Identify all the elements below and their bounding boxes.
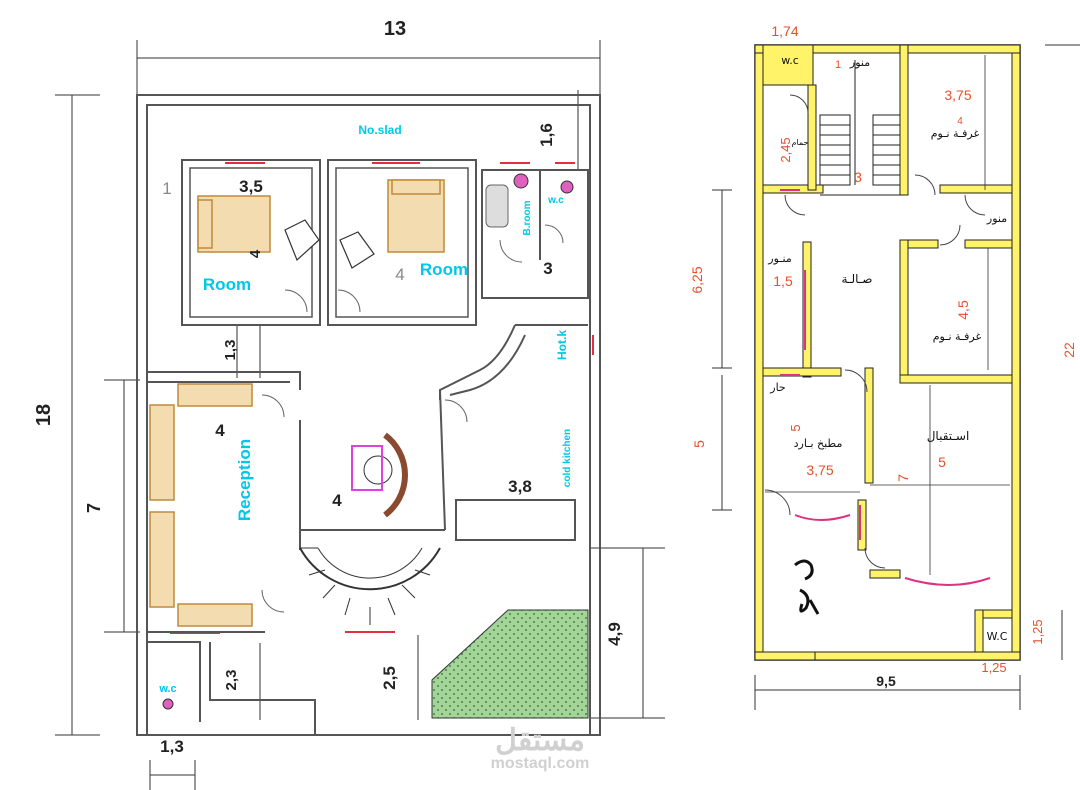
kitchen-width-label: 3,8 [508,477,532,496]
wc-upper-label: w.c [547,195,564,206]
reception-height-label-2: 7 [895,474,911,482]
hammam-height-label: 2,45 [778,137,793,162]
broom-label: B.room [522,200,533,235]
bed-room2 [387,179,445,253]
wc-top-label: w.c [781,54,799,67]
hall-size-label: 4 [332,491,342,510]
cold-kitchen-width-label: 3,75 [806,462,833,478]
round-seating [351,432,408,518]
spiral-staircase [299,547,441,625]
door-arcs-2 [764,94,986,569]
stair-depth-label: 2,5 [380,666,399,690]
watermark-site: mostaql.com [491,755,590,772]
har-label: حار [769,381,785,394]
bed1-width-label: 3,75 [944,87,971,103]
overall-height-label: 18 [33,404,55,426]
dim-625-label: 6,25 [689,266,705,293]
toilet-icon [560,180,574,194]
cold-kitchen-label-2: مطبخ بـارد [794,437,843,450]
watermark: مستقل mostaql.com [491,724,590,772]
munawar-top-label: منور [849,56,870,69]
reception-width-label: 4 [215,421,225,440]
room1-width-label: 3,5 [239,177,263,196]
hall-label: صـالـة [842,272,873,286]
inner-dims-2 [765,55,1010,691]
cold-kitchen-height-label: 5 [788,424,803,431]
bathtub-icon [485,184,509,228]
wc-lower-height-label: 2,3 [223,670,240,691]
wc-bottom-height-label: 1,25 [1030,619,1045,644]
room1-label: Room [203,275,251,294]
reception-label-2: اسـتقبال [927,429,970,443]
cold-kitchen-label: cold kitchen [562,429,573,487]
bed2-label: غرفـة نـوم [933,330,982,343]
sofas [149,383,253,627]
dimension-lines [55,40,665,790]
left-seven-label: 7 [84,503,104,513]
door-arcs [261,224,564,613]
garden-height-label: 4,9 [605,622,624,646]
room2-size-label: 4 [395,265,404,284]
wc-bottom-label: W.C [987,630,1008,643]
desk-chairs [284,219,375,269]
dim-5-label: 5 [691,440,707,448]
staircase-2 [819,60,905,196]
bed-room1 [197,195,271,253]
munawar-right-label: منور [986,212,1007,225]
signature-drawing [794,559,820,615]
garden [431,609,589,719]
top-width-label: 1,74 [771,23,798,39]
windows-2 [780,189,991,586]
left-one-label: 1 [162,179,171,198]
no-slad-label: No.slad [358,123,401,137]
bottom-width-label: 9,5 [876,673,896,689]
plan-upper-floor: 1,74 w.c منور 1 حمام 2,45 3,75 غرفـة نـو… [689,23,1080,710]
setback-top-label: 1,6 [537,123,556,147]
toilet-icon [513,173,529,189]
dim-22-label: 22 [1061,342,1077,358]
interior-walls [147,297,591,735]
room2-label: Room [420,260,468,279]
one-label: 1 [835,59,841,71]
yellow-walls [754,44,1021,661]
plan-ground-floor: 13 18 7 1,6 No.slad Room 3,5 4 Room 4 B.… [33,18,665,790]
corridor-label: 1,3 [222,340,239,361]
hammam-label: حمام [792,138,809,147]
three-label: 3 [543,259,552,278]
room1-height-label: 4 [247,249,264,258]
toilet-icon [162,698,174,710]
stair-three-label: 3 [854,169,862,185]
bed2-height-label: 4,5 [955,300,971,320]
reception-label: Reception [235,439,254,521]
outer-walls-2 [754,44,1021,661]
reception-width-label-2: 5 [938,454,946,470]
munawar-left-width-label: 1,5 [773,273,793,289]
bed1-label: غرفـة نـوم [931,127,980,140]
wc-lower-width-label: 1,3 [160,737,184,756]
bed1-height-label: 4 [957,116,963,127]
munawar-left-label: منـور [767,252,792,265]
overall-width-label: 13 [384,18,406,40]
hot-kitchen-label: Hot.k [555,330,569,360]
watermark-logo: مستقل [495,724,585,757]
wc-bottom-width-label: 1,25 [981,660,1006,675]
wc-lower-label: w.c [158,683,176,695]
